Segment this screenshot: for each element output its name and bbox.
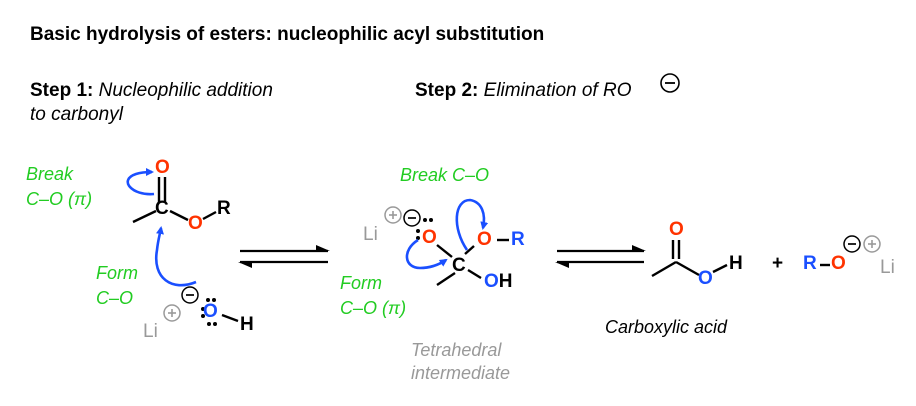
ester-carbon: C (155, 198, 169, 219)
acid-hydroxyl-oxygen: O (698, 268, 713, 289)
step1-label: Step 1: (30, 80, 94, 101)
carboxylic-acid-label: Carboxylic acid (605, 317, 728, 337)
intermediate-ether-oxygen: O (477, 229, 492, 250)
break-co-pi-label-line2: C–O (π) (26, 189, 93, 209)
acid-hydrogen: H (729, 253, 743, 274)
curved-arrow-icon (455, 198, 489, 251)
form-co-pi-label: Form (340, 273, 382, 293)
step2-heading: Step 2: Elimination of RO (415, 81, 631, 100)
step1-heading: Step 1: Nucleophilic addition (30, 81, 273, 100)
equilibrium-arrows-icon (238, 245, 330, 268)
hydroxide-oxygen: O (203, 301, 218, 322)
positive-charge-icon (863, 235, 881, 253)
alkoxide-r-group: R (803, 253, 817, 274)
step1-text-line2: to carbonyl (30, 104, 123, 125)
alkoxide-oxygen: O (831, 253, 846, 274)
negative-charge-icon (181, 286, 199, 304)
positive-charge-icon (384, 206, 402, 224)
ester-carbonyl-oxygen: O (155, 157, 170, 178)
negative-charge-icon (660, 73, 680, 93)
intermediate-alkoxide-oxygen: O (422, 227, 437, 248)
tetrahedral-label: Tetrahedral (411, 340, 502, 360)
step2-text: Elimination of RO (483, 80, 632, 101)
carboxylic-acid-bonds (651, 240, 728, 278)
break-co-label: Break C–O (400, 165, 490, 185)
break-co-pi-label: Break (26, 164, 74, 184)
hydroxide-lone-pairs (201, 298, 239, 326)
plus-sign: + (772, 253, 784, 274)
diagram-title: Basic hydrolysis of esters: nucleophilic… (30, 24, 545, 45)
acid-carbonyl-oxygen: O (669, 219, 684, 240)
form-co-label-line2: C–O (96, 288, 134, 308)
curved-arrow-icon (405, 238, 448, 270)
curved-arrow-icon (154, 226, 197, 287)
intermediate-r-group: R (511, 229, 525, 250)
lithium-cation: Li (363, 224, 378, 245)
negative-charge-icon (843, 235, 861, 253)
curved-arrow-icon (126, 168, 155, 196)
intermediate-hydroxyl-hydrogen: H (498, 271, 513, 292)
form-co-label: Form (96, 263, 138, 283)
intermediate-hydroxyl-oxygen: O (484, 271, 499, 292)
ester-ether-oxygen: O (188, 213, 203, 234)
lithium-cation: Li (143, 321, 158, 342)
ester-bonds (132, 177, 217, 224)
ester-r-group: R (217, 198, 231, 219)
hydroxide-hydrogen: H (240, 314, 254, 335)
equilibrium-arrows-icon (555, 245, 646, 268)
negative-charge-icon (403, 209, 421, 227)
tetrahedral-label-line2: intermediate (411, 363, 511, 383)
step2-label: Step 2: (415, 80, 479, 101)
form-co-pi-label-line2: C–O (π) (340, 298, 407, 318)
lithium-cation: Li (880, 257, 895, 278)
tetrahedral-bonds (436, 238, 509, 286)
positive-charge-icon (163, 304, 181, 322)
intermediate-carbon: C (452, 255, 466, 276)
step1-text: Nucleophilic addition (98, 80, 273, 101)
alkoxide-lone-pairs (416, 218, 433, 240)
intermediate-hydroxyl: OH (484, 272, 513, 291)
